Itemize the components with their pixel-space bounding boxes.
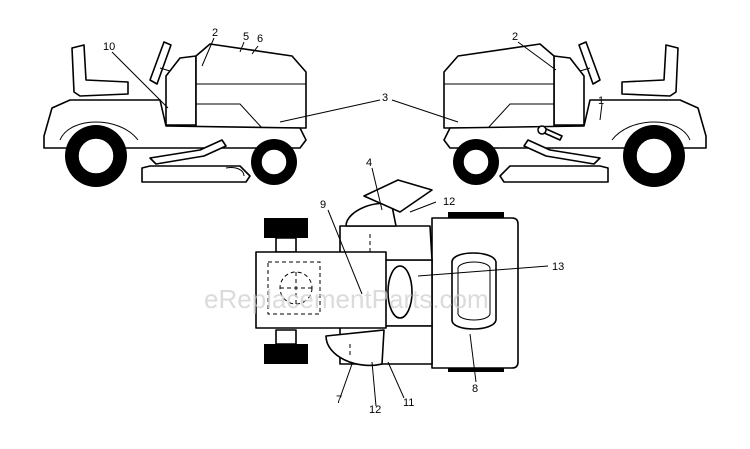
dash-tower-left: [165, 55, 197, 126]
callout-4: 4: [366, 157, 372, 169]
rear-wheel-top-2: [448, 366, 504, 372]
callout-2-left: 2: [212, 27, 218, 39]
callout-12-bottom: 12: [369, 404, 381, 416]
callout-13: 13: [552, 261, 564, 273]
callout-6: 6: [257, 33, 263, 45]
leader-lines: [111, 37, 603, 407]
callout-5: 5: [243, 31, 249, 43]
front-wheel-top-1: [264, 218, 308, 238]
seat-right: [621, 44, 679, 97]
steering-wheel-right: [578, 41, 601, 85]
front-wheel-top-2: [264, 344, 308, 364]
callout-1: 1: [598, 95, 604, 107]
hood-top: [255, 251, 387, 329]
watermark-text: eReplacementParts.com: [204, 284, 489, 314]
callout-12-top: 12: [443, 196, 455, 208]
rear-wheel-top-1: [448, 212, 504, 218]
mower-deck-right: [499, 165, 609, 183]
callout-8: 8: [472, 383, 478, 395]
dash-tower-right: [553, 55, 585, 126]
steering-wheel-left: [149, 41, 172, 85]
callout-9: 9: [320, 199, 326, 211]
tractor-left-side-view: [43, 41, 307, 187]
callout-3: 3: [382, 92, 388, 104]
tractor-right-side-view: [443, 41, 707, 187]
tractor-top-view: [255, 179, 519, 372]
seat-left: [71, 44, 129, 97]
callout-7: 7: [336, 394, 342, 406]
callout-labels: 10 2 5 6 2 3 1 4 12 9 13 7 12 11 8: [103, 27, 604, 416]
mower-deck-left: [141, 165, 251, 183]
callout-10: 10: [103, 41, 115, 53]
flap-decal: [363, 179, 433, 213]
callout-11: 11: [403, 397, 414, 409]
callout-2-right: 2: [512, 31, 518, 43]
fender-decal-lower: [325, 329, 385, 367]
